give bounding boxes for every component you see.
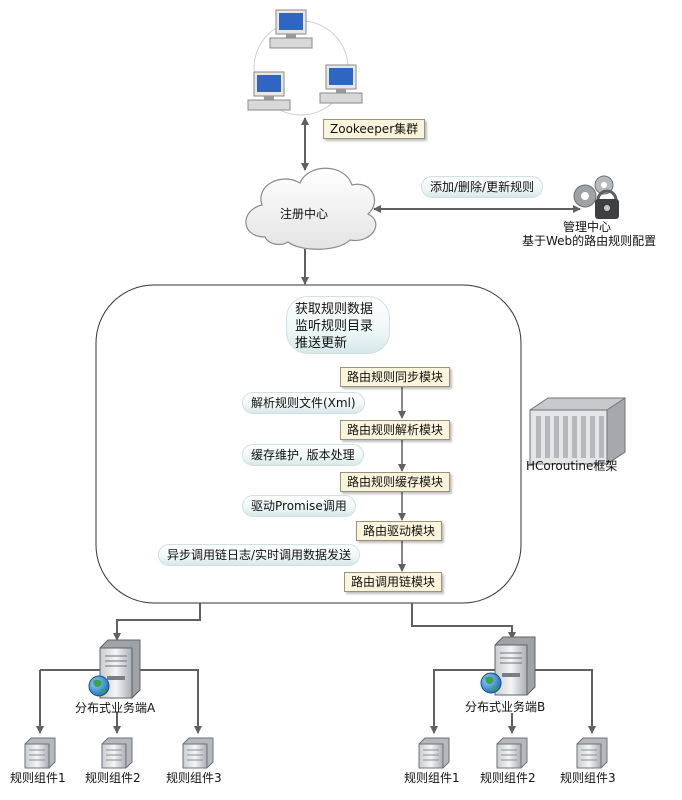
component-server-icon <box>101 737 133 769</box>
globe-icon <box>480 672 502 694</box>
component-server-icon <box>576 737 608 769</box>
zookeeper-cluster <box>247 9 363 116</box>
component-label: 规则组件3 <box>560 771 616 785</box>
component-label: 规则组件2 <box>480 771 536 785</box>
computer-icon <box>247 71 291 111</box>
module-label: 路由驱动模块 <box>356 521 443 541</box>
top-note-line: 获取规则数据 <box>295 302 374 317</box>
admin-subtitle: 基于Web的路由规则配置 <box>522 234 657 248</box>
component-server-icon <box>496 737 528 769</box>
module-label: 路由规则缓存模块 <box>340 472 451 492</box>
zookeeper-label: Zookeeper集群 <box>323 119 426 139</box>
admin-action-label: 添加/删除/更新规则 <box>421 176 544 198</box>
framework-top-note: 获取规则数据 监听规则目录 推送更新 <box>286 296 390 354</box>
component-label: 规则组件2 <box>85 771 141 785</box>
service-a-label: 分布式业务端A <box>75 701 156 715</box>
top-note-line: 推送更新 <box>295 336 348 351</box>
module-label: 路由规则解析模块 <box>340 420 451 440</box>
component-server-icon <box>418 737 450 769</box>
server-icon <box>99 639 141 699</box>
server-rack-icon <box>529 397 626 465</box>
module-label: 路由调用链模块 <box>344 572 443 592</box>
top-note-line: 监听规则目录 <box>295 319 374 334</box>
component-label: 规则组件1 <box>404 771 460 785</box>
framework-name: HCoroutine框架 <box>526 459 618 473</box>
module-note: 驱动Promise调用 <box>242 495 356 517</box>
registry-label: 注册中心 <box>280 207 329 221</box>
component-connector-b <box>535 669 596 734</box>
module-note: 解析规则文件(Xml) <box>242 392 365 414</box>
component-connector-a <box>140 669 202 734</box>
module-label: 路由规则同步模块 <box>340 367 451 387</box>
admin-title: 管理中心 <box>563 220 612 234</box>
globe-icon <box>88 675 110 697</box>
framework-service-a-connector <box>113 603 201 641</box>
framework-service-b-connector <box>411 603 516 640</box>
service-b-label: 分布式业务端B <box>465 700 546 714</box>
server-icon <box>494 636 536 696</box>
component-server-icon <box>182 737 214 769</box>
component-connector-b <box>430 669 495 734</box>
component-server-icon <box>24 737 56 769</box>
module-note: 异步调用链日志/实时调用数据发送 <box>158 544 361 566</box>
component-label: 规则组件1 <box>10 771 66 785</box>
computer-icon <box>319 64 363 104</box>
component-label: 规则组件3 <box>166 771 222 785</box>
computer-icon <box>269 9 313 49</box>
gear-lock-icon <box>573 175 619 219</box>
registry-cloud <box>245 167 377 250</box>
module-note: 缓存维护, 版本处理 <box>242 444 364 466</box>
